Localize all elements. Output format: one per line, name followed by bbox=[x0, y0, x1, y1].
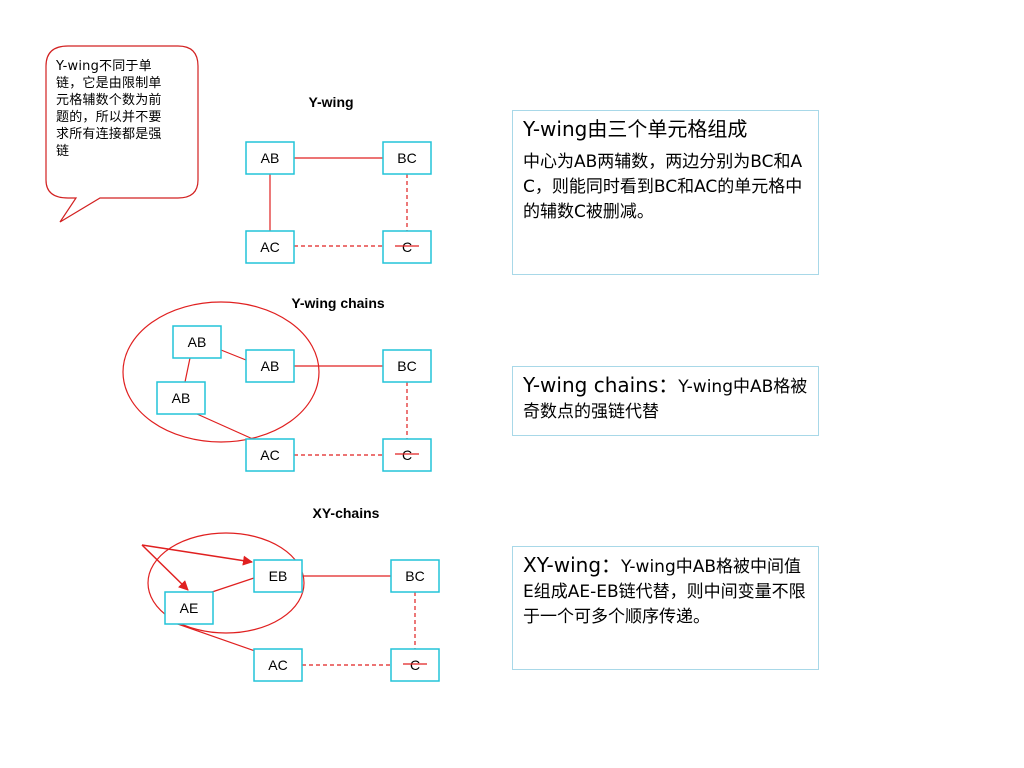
svg-text:C: C bbox=[410, 657, 420, 673]
cell-ab-chain-center: AB bbox=[245, 349, 295, 383]
cell-ab-chain-top: AB bbox=[172, 325, 222, 359]
chain-group-ellipse bbox=[122, 301, 320, 443]
svg-text:C: C bbox=[402, 239, 412, 255]
xy-wing-note-lead: XY-wing： bbox=[523, 553, 622, 577]
svg-text:AB: AB bbox=[261, 358, 280, 374]
cell-eb: EB bbox=[253, 559, 303, 593]
xy-chains-title: XY-chains bbox=[313, 505, 380, 521]
link-ae-ac bbox=[171, 621, 259, 653]
link-ab3-ac bbox=[196, 413, 256, 441]
ywing-chains-note-lead: Y-wing chains： bbox=[523, 373, 679, 397]
cell-ac-2: AC bbox=[245, 438, 295, 472]
cell-ac: AC bbox=[245, 230, 295, 264]
cell-ac-3: AC bbox=[253, 648, 303, 682]
callout-bubble bbox=[45, 45, 199, 223]
svg-text:AB: AB bbox=[172, 390, 191, 406]
callout-text: Y-wing不同于单链，它是由限制单元格辅数个数为前题的，所以并不要求所有连接都… bbox=[56, 59, 162, 159]
xy-group-ellipse bbox=[147, 532, 305, 634]
ywing-chains-title: Y-wing chains bbox=[291, 295, 385, 311]
svg-text:AC: AC bbox=[260, 239, 279, 255]
cell-c-3: C bbox=[390, 648, 440, 682]
svg-text:AB: AB bbox=[188, 334, 207, 350]
svg-text:EB: EB bbox=[269, 568, 288, 584]
xy-wing-note-body: Y-wing中AB格被中间值E组成AE-EB链代替，则中间变量不限于一个可多个顺… bbox=[523, 557, 806, 627]
ywing-note-body: 中心为AB两辅数，两边分别为BC和AC，则能同时看到BC和AC的单元格中的辅数C… bbox=[523, 152, 803, 222]
cell-bc-3: BC bbox=[390, 559, 440, 593]
svg-text:C: C bbox=[402, 447, 412, 463]
cell-bc: BC bbox=[382, 141, 432, 175]
arrow-to-ae bbox=[141, 544, 189, 591]
link-ab1-ab3 bbox=[184, 357, 191, 383]
cell-bc-2: BC bbox=[382, 349, 432, 383]
cell-ab: AB bbox=[245, 141, 295, 175]
svg-text:AC: AC bbox=[260, 447, 279, 463]
cell-c: C bbox=[382, 230, 432, 264]
arrow-to-eb bbox=[141, 544, 253, 566]
link-ae-eb bbox=[205, 577, 255, 595]
ywing-title: Y-wing bbox=[308, 94, 353, 110]
ywing-note: Y-wing由三个单元格组成 中心为AB两辅数，两边分别为BC和AC，则能同时看… bbox=[512, 110, 819, 275]
svg-text:AE: AE bbox=[180, 600, 199, 616]
svg-text:AC: AC bbox=[268, 657, 287, 673]
ywing-chains-note: Y-wing chains：Y-wing中AB格被奇数点的强链代替 bbox=[512, 366, 819, 436]
cell-c-2: C bbox=[382, 438, 432, 472]
link-ab1-ab2 bbox=[220, 349, 247, 361]
svg-text:AB: AB bbox=[261, 150, 280, 166]
ywing-chains-note-body: Y-wing中AB格被奇数点的强链代替 bbox=[523, 377, 808, 422]
cell-ae: AE bbox=[164, 591, 214, 625]
xy-wing-note: XY-wing：Y-wing中AB格被中间值E组成AE-EB链代替，则中间变量不… bbox=[512, 546, 819, 670]
ywing-note-heading: Y-wing由三个单元格组成 bbox=[523, 117, 748, 141]
cell-ab-chain-left: AB bbox=[156, 381, 206, 415]
svg-text:BC: BC bbox=[397, 150, 416, 166]
svg-text:BC: BC bbox=[405, 568, 424, 584]
svg-text:BC: BC bbox=[397, 358, 416, 374]
